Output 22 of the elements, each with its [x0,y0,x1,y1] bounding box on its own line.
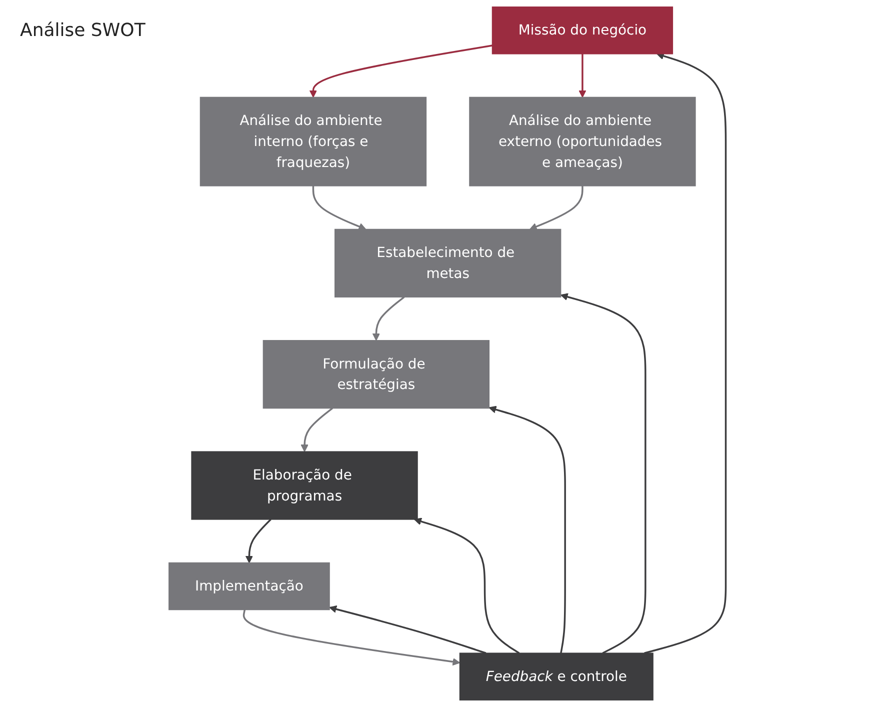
node-box: Elaboração de programas [190,451,418,520]
node-box: Formulação de estratégias [262,340,490,409]
arrow [309,44,492,98]
arrow [245,518,272,564]
arrow [300,408,333,452]
arrow [488,406,566,654]
arrow [578,54,586,98]
node-box: Implementação [168,562,330,610]
arrow [372,296,404,341]
node-box: Análise do ambiente interno (forças e fraquezas) [200,96,426,186]
node-box: Análise do ambiente externo (oportunidades e ameaças) [468,96,696,186]
arrow [529,186,583,230]
arrow [560,293,646,654]
arrow [414,518,520,654]
node-box: Feedback e controle [459,652,654,700]
arrow [312,186,366,230]
node-box: Missão do negócio [492,6,673,54]
arrow [242,610,460,666]
node-box: Estabelecimento de metas [334,228,561,298]
diagram-label: Análise SWOT [20,20,146,41]
arrow [644,52,726,654]
arrow [328,605,486,654]
